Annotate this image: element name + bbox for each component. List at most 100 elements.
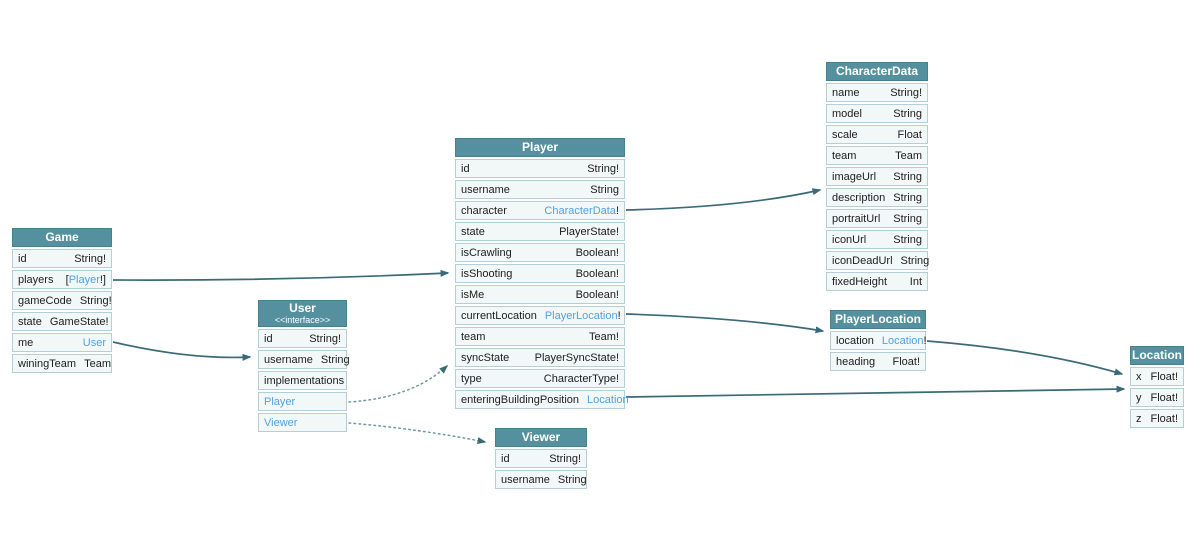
table-header-user[interactable]: User<<interface>> <box>258 300 347 327</box>
field-name: scale <box>832 128 858 141</box>
field-type: PlayerLocation! <box>545 310 621 322</box>
type-link-Location[interactable]: Location <box>587 393 629 406</box>
characterdata-field-model[interactable]: model String <box>826 104 928 123</box>
field-name: heading <box>836 355 876 368</box>
table-header-characterdata[interactable]: CharacterData <box>826 62 928 81</box>
type-text: [ <box>65 273 69 286</box>
field-name: fixedHeight <box>832 275 888 288</box>
type-text: String! <box>549 452 581 465</box>
table-header-viewer[interactable]: Viewer <box>495 428 587 447</box>
characterdata-field-iconDeadUrl[interactable]: iconDeadUrl String <box>826 251 930 270</box>
game-field-players[interactable]: players[Player!] <box>12 270 112 289</box>
type-text: ! <box>615 204 619 217</box>
type-text: PlayerState! <box>559 225 619 238</box>
arrow-player-character-to-characterdata <box>625 188 822 211</box>
table-header-player[interactable]: Player <box>455 138 625 157</box>
field-type: String <box>893 108 922 120</box>
characterdata-field-imageUrl[interactable]: imageUrl String <box>826 167 928 186</box>
field-type: String <box>901 255 930 267</box>
field-name: username <box>264 353 313 366</box>
type-link-User[interactable]: User <box>82 336 106 349</box>
field-name: imageUrl <box>832 170 877 183</box>
field-name: portraitUrl <box>832 212 881 225</box>
arrow-player-currentlocation-to-playerlocation <box>625 313 825 334</box>
location-field-y[interactable]: y Float! <box>1130 388 1184 407</box>
field-type: String! <box>74 253 106 265</box>
type-link-Location[interactable]: Location <box>881 334 924 347</box>
field-name: isShooting <box>461 267 513 280</box>
field-name: iconDeadUrl <box>832 254 893 267</box>
type-link-Viewer[interactable]: Viewer <box>264 416 298 429</box>
type-text: Boolean! <box>575 246 619 259</box>
type-text: Team! <box>589 330 619 343</box>
field-name: iconUrl <box>832 233 867 246</box>
arrow-user-player-to-player <box>348 364 449 403</box>
field-name: id <box>501 452 510 465</box>
type-link-Player[interactable]: Player <box>68 273 100 286</box>
table-title: Location <box>1132 348 1182 362</box>
type-link-PlayerLocation[interactable]: PlayerLocation <box>544 309 618 322</box>
field-name: y <box>1136 391 1142 404</box>
arrow-game-me-to-user <box>112 341 252 361</box>
field-type: User <box>83 337 106 349</box>
table-title: User <box>289 301 316 315</box>
type-text: Team <box>84 357 111 370</box>
type-link-CharacterData[interactable]: CharacterData <box>544 204 616 217</box>
field-type: String <box>893 171 922 183</box>
user-field-Player[interactable]: Player <box>258 392 347 411</box>
type-link-Player[interactable]: Player <box>264 395 296 408</box>
arrow-player-enteringbuildingposition-to-location <box>625 385 1126 398</box>
type-text: String! <box>587 162 619 175</box>
field-type: String <box>558 474 587 486</box>
table-title: Player <box>521 140 559 154</box>
field-type: Boolean! <box>576 289 619 301</box>
user-field-Viewer[interactable]: Viewer <box>258 413 347 432</box>
field-type: Float! <box>1150 392 1178 404</box>
viewer-field-id[interactable]: id String! <box>495 449 587 468</box>
table-header-location[interactable]: Location <box>1130 346 1184 365</box>
field-name: type <box>461 372 482 385</box>
type-text: String <box>557 473 587 486</box>
field-name: description <box>832 191 886 204</box>
table-header-playerlocation[interactable]: PlayerLocation <box>830 310 926 329</box>
field-type: CharacterData! <box>544 205 619 217</box>
type-text: ! <box>923 334 927 347</box>
field-name: model <box>832 107 862 120</box>
user-field-implementations[interactable]: implementations <box>258 371 347 390</box>
table-header-game[interactable]: Game <box>12 228 112 247</box>
